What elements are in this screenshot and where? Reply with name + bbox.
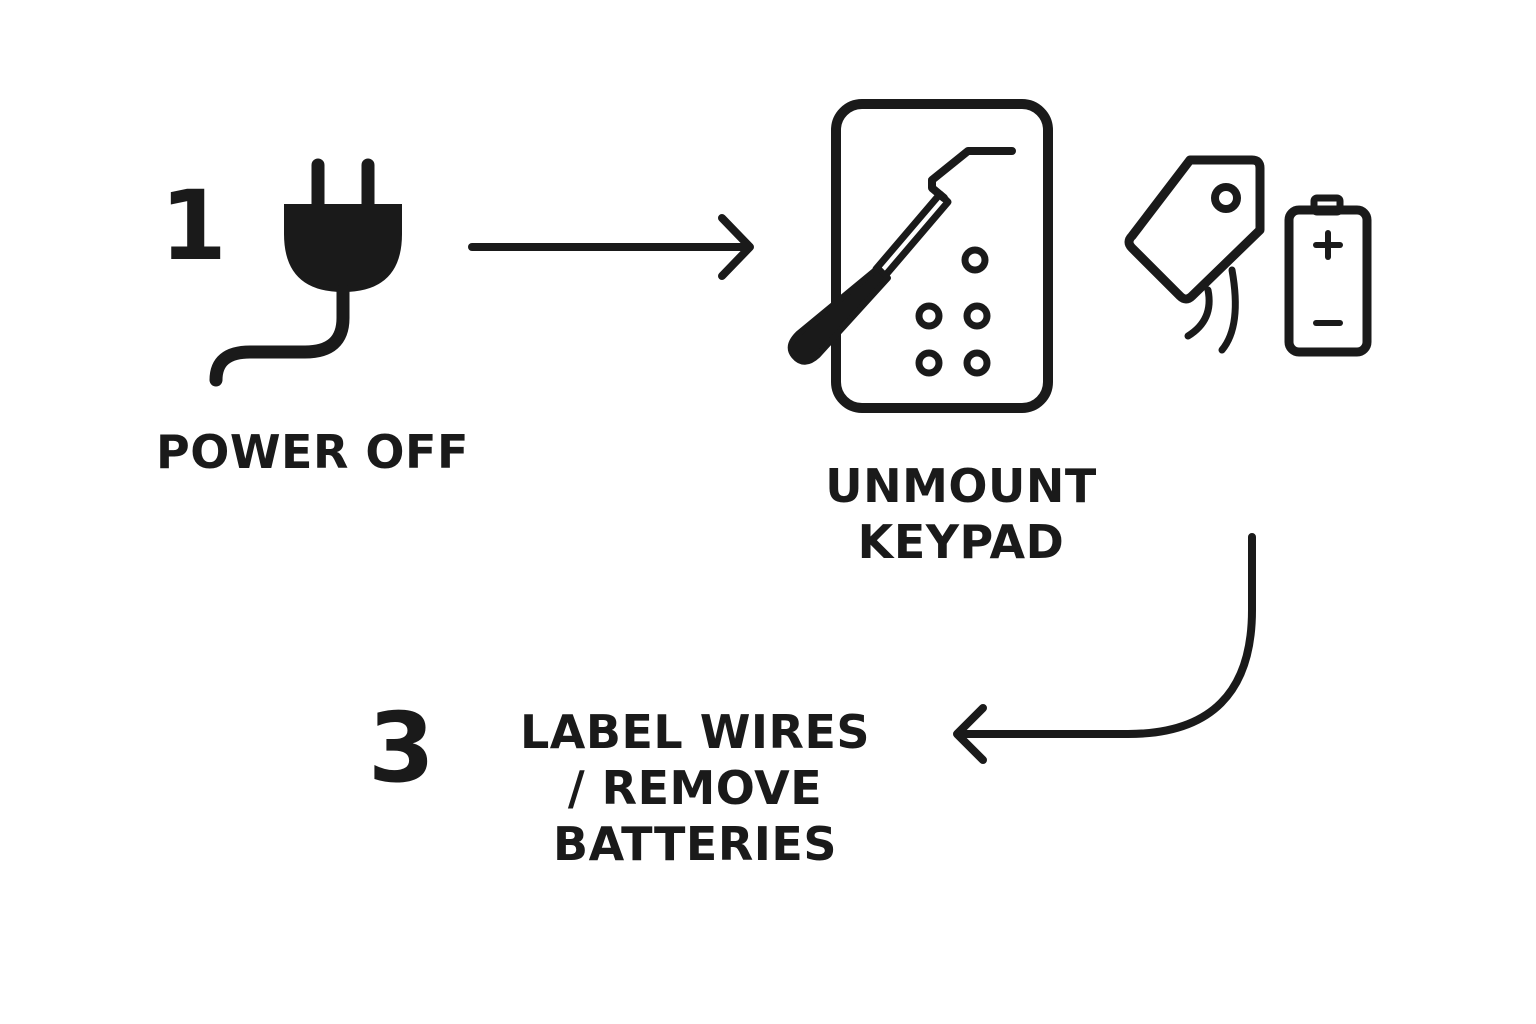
power-plug-icon (209, 158, 402, 387)
keypad-icon (831, 99, 1053, 413)
step-3-label-line: / REMOVE (567, 761, 823, 816)
step-2-label-line: UNMOUNT (825, 459, 1097, 513)
step-3-label-line: BATTERIES (553, 817, 837, 872)
step-1-label-line: POWER OFF (156, 425, 469, 479)
arrow-right-icon (468, 214, 754, 280)
step-2-label: UNMOUNT KEYPAD (806, 458, 1116, 570)
step-3-label-line: LABEL WIRES (519, 705, 871, 759)
curved-arrow-left-icon (953, 533, 1256, 764)
step-1-label: POWER OFF (156, 424, 469, 480)
battery-icon (1284, 194, 1372, 357)
wire-tag-icon (1124, 155, 1265, 354)
keypad-buttons (915, 246, 991, 377)
step-1-number: 1 (160, 170, 227, 282)
step-3-label: LABEL WIRES / REMOVE BATTERIES (500, 704, 890, 872)
step-3-number: 3 (368, 692, 435, 804)
screwdriver-icon (787, 147, 1016, 365)
step-2-label-line: KEYPAD (857, 515, 1065, 570)
